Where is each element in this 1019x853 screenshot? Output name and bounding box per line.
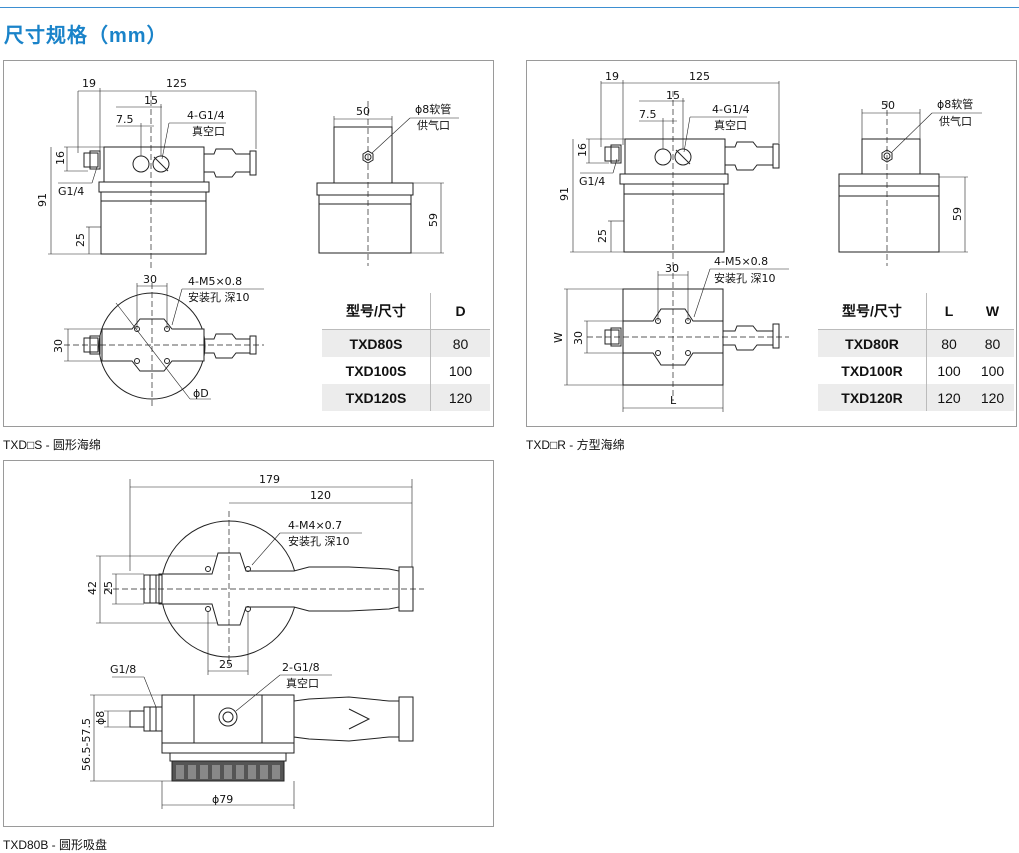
mount-label: 安装孔 深10 bbox=[188, 290, 250, 304]
square-spec-table: 型号/尺寸 L W TXD80R 80 80 TXD100R 100 100 T… bbox=[818, 293, 1014, 411]
dim-25: 25 bbox=[74, 233, 87, 247]
dim-91: 91 bbox=[36, 193, 49, 207]
fitting-g18: G1/8 bbox=[110, 663, 136, 676]
mount-spec: 4-M5×0.8 bbox=[714, 255, 768, 268]
dim-30: 30 bbox=[665, 262, 679, 275]
section-title: 尺寸规格（mm） bbox=[4, 25, 168, 47]
dim-30-vertical: 30 bbox=[572, 331, 585, 345]
vacuum-port-spec: 4-G1/4 bbox=[712, 103, 750, 116]
round-sponge-drawing: 125 19 15 7.5 4-G1/4 真空口 16 G1/4 91 25 5… bbox=[36, 77, 459, 406]
value-cell: 80 bbox=[971, 329, 1014, 357]
air-tube-spec: ϕ8软管 bbox=[937, 97, 973, 111]
model-cell: TXD120S bbox=[322, 384, 431, 411]
dim-g14: G1/4 bbox=[58, 185, 84, 198]
dim-179: 179 bbox=[259, 473, 280, 486]
dim-height: 56.5-57.5 bbox=[80, 718, 93, 771]
value-cell: 120 bbox=[430, 384, 490, 411]
panel-round-sponge: 125 19 15 7.5 4-G1/4 真空口 16 G1/4 91 25 5… bbox=[3, 60, 494, 427]
mount-spec: 4-M4×0.7 bbox=[288, 519, 342, 532]
table-row: TXD100S 100 bbox=[322, 357, 490, 384]
model-cell: TXD80S bbox=[322, 329, 431, 357]
vacuum-port-spec: 2-G1/8 bbox=[282, 661, 320, 674]
caption-round-cup: TXD80B - 圆形吸盘 bbox=[3, 838, 108, 852]
table-header: L bbox=[926, 293, 971, 330]
value-cell: 100 bbox=[980, 362, 1005, 379]
value-cell: 80 bbox=[430, 329, 490, 357]
model-cell: TXD100R bbox=[841, 362, 903, 379]
caption-round-sponge: TXD□S - 圆形海绵 bbox=[3, 438, 101, 452]
model-cell: TXD120R bbox=[818, 384, 927, 411]
vacuum-port-label: 真空口 bbox=[714, 118, 747, 132]
round-spec-table: 型号/尺寸 D TXD80S 80 TXD100S 100 TXD120S 12… bbox=[322, 293, 490, 411]
dim-16: 16 bbox=[54, 151, 67, 165]
dim-59: 59 bbox=[951, 207, 964, 221]
table-header-row: 型号/尺寸 D bbox=[322, 293, 490, 330]
dim-30-vertical: 30 bbox=[52, 339, 65, 353]
table-header: 型号/尺寸 bbox=[818, 293, 927, 330]
dim-g14: G1/4 bbox=[579, 175, 605, 188]
dim-25: 25 bbox=[596, 229, 609, 243]
dim-50: 50 bbox=[356, 105, 370, 118]
dim-15: 15 bbox=[144, 94, 158, 107]
air-port-label: 供气口 bbox=[939, 114, 972, 128]
square-sponge-drawing: 125 19 15 7.5 4-G1/4 真空口 16 G1/4 91 25 5… bbox=[552, 70, 982, 412]
mount-label: 安装孔 深10 bbox=[288, 534, 350, 548]
value-cell: 80 bbox=[926, 329, 971, 357]
table-header: D bbox=[430, 293, 490, 330]
dim-phi-d: ϕD bbox=[193, 387, 209, 400]
vacuum-port-label: 真空口 bbox=[192, 124, 225, 138]
dim-16: 16 bbox=[576, 143, 589, 157]
value-cell: 120 bbox=[971, 384, 1014, 411]
dim-19: 19 bbox=[605, 70, 619, 83]
dim-91: 91 bbox=[558, 187, 571, 201]
air-port-label: 供气口 bbox=[417, 118, 450, 132]
round-cup-drawing: 179 120 4-M4×0.7 安装孔 深10 42 25 25 G1/8 2… bbox=[80, 473, 424, 809]
dim-25: 25 bbox=[219, 658, 233, 671]
dim-l: L bbox=[670, 394, 677, 407]
dim-125: 125 bbox=[689, 70, 710, 83]
table-header: 型号/尺寸 bbox=[322, 293, 431, 330]
value-cell: 100 bbox=[430, 357, 490, 384]
dim-120: 120 bbox=[310, 489, 331, 502]
top-rule bbox=[0, 7, 1019, 8]
table-row: TXD100R 100 100 bbox=[818, 357, 1014, 384]
vacuum-port-label: 真空口 bbox=[286, 676, 319, 690]
table-row: TXD120R 120 120 bbox=[818, 384, 1014, 411]
panel-round-cup: 179 120 4-M4×0.7 安装孔 深10 42 25 25 G1/8 2… bbox=[3, 460, 494, 827]
caption-square-sponge: TXD□R - 方型海绵 bbox=[526, 438, 625, 452]
value-cell: 100 bbox=[926, 357, 971, 384]
dim-59: 59 bbox=[427, 213, 440, 227]
dim-phi8: ϕ8 bbox=[94, 711, 107, 725]
model-cell: TXD80R bbox=[818, 329, 927, 357]
dim-19: 19 bbox=[82, 77, 96, 90]
dim-50: 50 bbox=[881, 99, 895, 112]
dim-15: 15 bbox=[666, 89, 680, 102]
air-tube-spec: ϕ8软管 bbox=[415, 102, 451, 116]
dim-30: 30 bbox=[143, 273, 157, 286]
model-cell: TXD100S bbox=[345, 362, 407, 379]
dim-25-vertical: 25 bbox=[102, 581, 115, 595]
dim-125: 125 bbox=[166, 77, 187, 90]
table-header: W bbox=[971, 293, 1014, 330]
table-row: TXD120S 120 bbox=[322, 384, 490, 411]
dim-phi79: ϕ79 bbox=[212, 793, 233, 806]
value-cell: 120 bbox=[926, 384, 971, 411]
table-row: TXD80S 80 bbox=[322, 329, 490, 357]
dim-7-5: 7.5 bbox=[116, 113, 134, 126]
panel-square-sponge: 125 19 15 7.5 4-G1/4 真空口 16 G1/4 91 25 5… bbox=[526, 60, 1017, 427]
dim-42: 42 bbox=[86, 581, 99, 595]
table-row: TXD80R 80 80 bbox=[818, 329, 1014, 357]
table-header-row: 型号/尺寸 L W bbox=[818, 293, 1014, 330]
dim-w: W bbox=[552, 332, 565, 343]
dim-7-5: 7.5 bbox=[639, 108, 657, 121]
vacuum-port-spec: 4-G1/4 bbox=[187, 109, 225, 122]
mount-label: 安装孔 深10 bbox=[714, 271, 776, 285]
mount-spec: 4-M5×0.8 bbox=[188, 275, 242, 288]
